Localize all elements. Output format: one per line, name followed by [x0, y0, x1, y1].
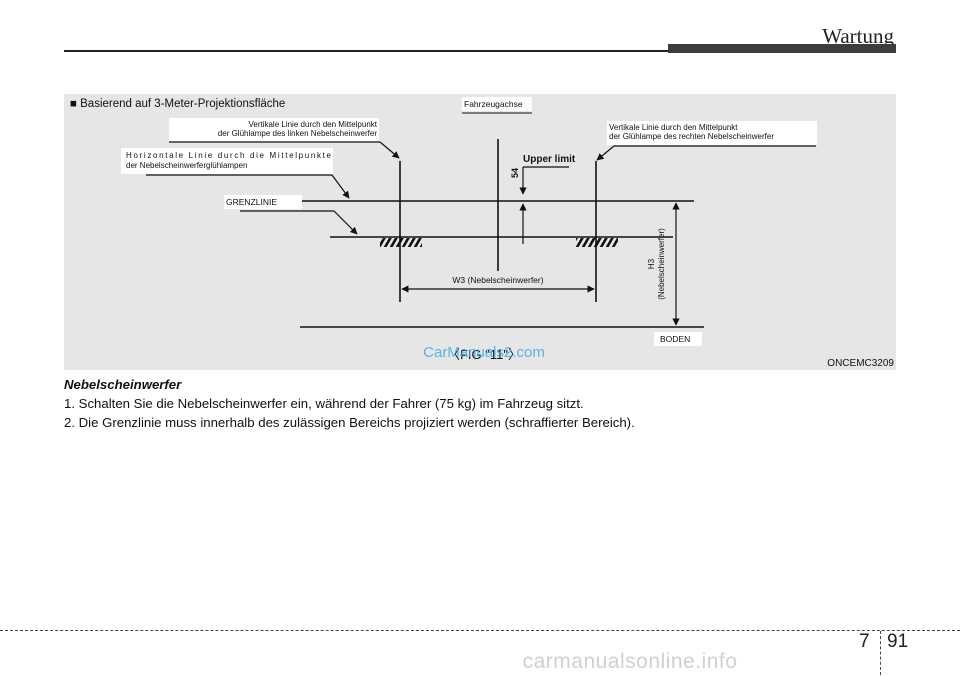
vehicle-axis-label: Fahrzeugachse [464, 99, 523, 109]
left-vertical-leader-diag [379, 141, 400, 159]
horizontal-callout-line2: der Nebelscheinwerferglühlampen [126, 161, 247, 170]
width-label: W3 (Nebelscheinwerfer) [452, 275, 543, 285]
page-number-divider [880, 631, 881, 675]
right-vertical-callout-line2: der Glühlampe des rechten Nebelscheinwer… [609, 132, 774, 141]
instructions: Nebelscheinwerfer 1. Schalten Sie die Ne… [64, 375, 896, 432]
instruction-step-2: 2. Die Grenzlinie muss innerhalb des zul… [64, 415, 635, 430]
cutoff-callout-label: GRENZLINIE [226, 197, 277, 207]
right-vertical-leader-diag [596, 145, 615, 161]
left-vertical-callout-box [169, 118, 379, 142]
height-label-h3: H3 [647, 258, 656, 269]
aiming-diagram: W3 (Nebelscheinwerfer) H3 (Nebelscheinwe… [70, 97, 894, 369]
figure-code: ONCEMC3209 [827, 358, 894, 369]
left-vertical-callout-line2: der Glühlampe des linken Nebelscheinwerf… [218, 129, 378, 138]
left-vertical-callout-line1: Vertikale Linie durch den Mittelpunkt [248, 120, 377, 129]
instructions-heading: Nebelscheinwerfer [64, 377, 182, 392]
figure-number: 〈FIG "11"〉 [447, 347, 521, 362]
ground-label: BODEN [660, 334, 690, 344]
vehicle-axis-label-box [462, 97, 532, 111]
site-overlay: CarManuals2.com [423, 344, 545, 361]
header-rule [64, 50, 672, 52]
cutoff-leader-diag [333, 210, 358, 235]
footer-rule [0, 630, 960, 631]
right-vertical-callout-line1: Vertikale Linie durch den Mittelpunkt [609, 123, 738, 132]
fog-lamp-aiming-figure: W3 (Nebelscheinwerfer) H3 (Nebelscheinwe… [64, 94, 896, 370]
ground-label-box [654, 332, 702, 346]
horizontal-leader-diag [331, 174, 350, 199]
instruction-step-1: 1. Schalten Sie die Nebelscheinwerfer ei… [64, 396, 584, 411]
page-number: 91 [887, 631, 909, 652]
basis-label: ■ Basierend auf 3-Meter-Projektionsfläch… [70, 98, 285, 110]
chapter-number: 7 [859, 631, 870, 652]
height-label-fog: (Nebelscheinwerfer) [657, 228, 666, 300]
header-bar [668, 44, 896, 53]
upper-limit-label: Upper limit [523, 154, 576, 165]
hatched-zone-left [380, 238, 422, 247]
horizontal-callout-box [121, 148, 333, 174]
right-vertical-callout-box [607, 121, 817, 145]
watermark: carmanualsonline.info [522, 650, 738, 673]
cutoff-callout-box [224, 195, 302, 209]
hatched-zone-right [576, 238, 618, 247]
dimension-54: 54 [510, 168, 520, 178]
